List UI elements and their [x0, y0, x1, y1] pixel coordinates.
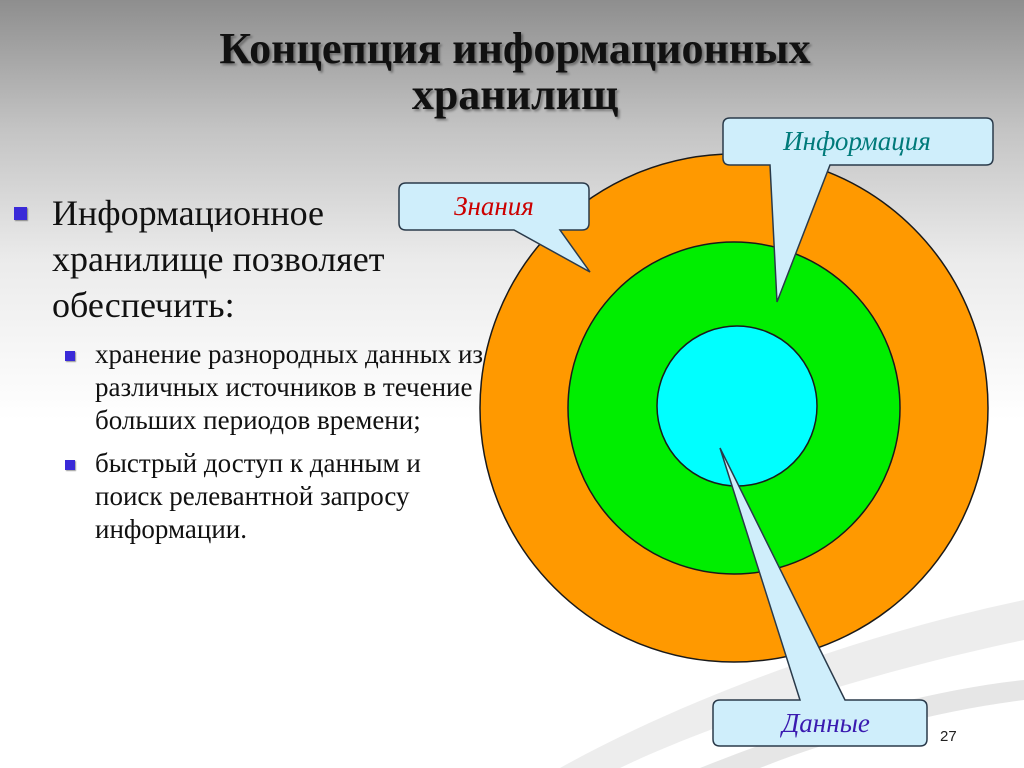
inner-circle-data	[656, 325, 818, 487]
square-bullet-icon	[65, 351, 75, 361]
knowledge-label: Знания	[454, 191, 534, 221]
information-label: Информация	[782, 126, 931, 156]
square-bullet-icon	[65, 460, 75, 470]
page-number: 27	[940, 728, 957, 745]
callout-knowledge: Знания	[398, 182, 591, 273]
data-label: Данные	[779, 708, 870, 738]
title-line-2: хранилищ	[411, 70, 619, 119]
sub-bullet-text: быстрый доступ к данным и поиск релевант…	[95, 448, 421, 544]
sub-bullet: быстрый доступ к данным и поиск релевант…	[60, 447, 490, 546]
main-bullet: Информационное хранилище позволяет обесп…	[10, 190, 490, 328]
sub-bullet: хранение разнородных данных из различных…	[60, 338, 490, 437]
callout-information: Информация	[722, 117, 994, 303]
square-bullet-icon	[14, 207, 27, 220]
main-bullet-text: Информационное хранилище позволяет обесп…	[52, 193, 385, 325]
callout-data: Данные	[712, 447, 928, 747]
bullet-list: Информационное хранилище позволяет обесп…	[10, 190, 490, 546]
sub-bullet-text: хранение разнородных данных из различных…	[95, 339, 484, 435]
title-line-1: Концепция информационных	[219, 24, 811, 73]
slide-title: Концепция информационных хранилищ	[90, 26, 940, 118]
